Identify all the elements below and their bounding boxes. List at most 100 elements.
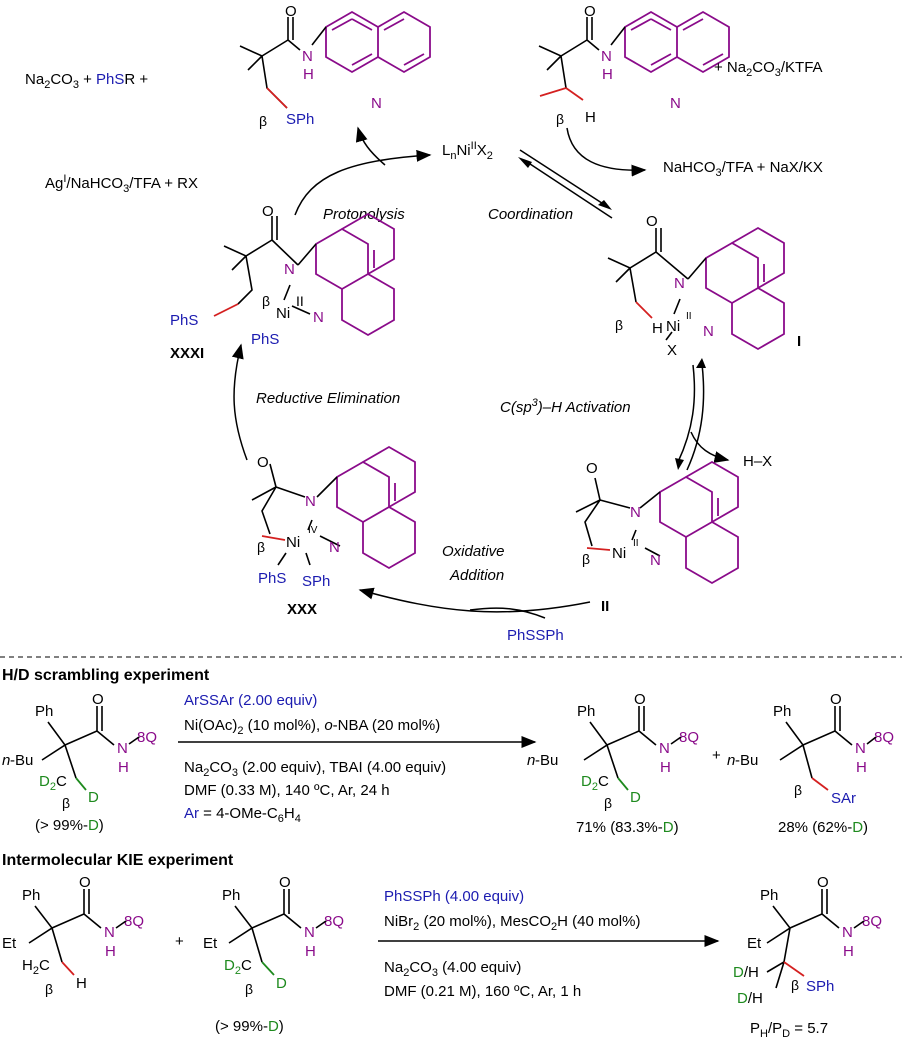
label-xxxi: XXXI [170,345,204,362]
quinoline-n: N [371,95,382,112]
hd-p2-o: O [830,691,842,708]
sph-label: SPh [286,111,314,128]
hd-sm-n: N [117,740,128,757]
hd-p2-8q: 8Q [874,729,894,746]
kie-sm2-d: D [276,975,287,992]
qn-I: N [703,323,714,340]
kie-sm-1 [28,889,102,976]
hd-cond-2: Ni(OAc)2 (10 mol%), o-NBA (20 mol%) [184,717,440,737]
ni-I: Ni [666,318,680,335]
kie-p-8q: 8Q [862,913,882,930]
label-xxx: XXX [287,601,317,618]
kie-sm2-n: N [304,924,315,941]
kie-plus: + [175,933,184,950]
h-atom: H [303,66,314,83]
hd-sm-ph: Ph [35,703,53,720]
step-oxidative-1: Oxidative [442,543,505,560]
kie-sm-2 [228,889,302,976]
arrow-hx [690,431,730,463]
n-atom-II: N [630,504,641,521]
kie-p-ph: Ph [760,887,778,904]
o-atom-xxx: O [257,454,269,471]
beta-label-2: β [556,111,564,127]
hd-sm-beta: β [62,795,70,811]
o-atom: O [285,3,297,20]
ni-xxx: Ni [286,534,300,551]
kie-p-n: N [842,924,853,941]
n-atom: N [302,48,313,65]
hd-p2-label: 28% (62%-D) [778,819,868,836]
arrow-byproduct [566,127,647,177]
x-I: X [667,342,677,359]
hd-title: H/D scrambling experiment [2,667,210,684]
hd-p1-h: H [660,759,671,776]
kie-sm1-ph: Ph [22,887,40,904]
kie-p-beta: β [791,977,799,993]
phssph-reagent: PhSSPh [507,627,564,644]
ni-ox-xxxi: II [296,293,304,309]
h-atom-beta: H [585,109,596,126]
kie-product [766,889,840,989]
arrow-phssph-in [469,607,546,619]
hd-p2-nbu: -Bu [735,752,758,769]
hd-p1-8q: 8Q [679,729,699,746]
arrow-reductive [231,343,248,461]
step-oxidative-2: Addition [449,567,504,584]
n-atom-xxxi: N [284,261,295,278]
ni-xxxi: Ni [276,305,290,322]
complex-xxxi [213,212,395,337]
hd-p2-beta: β [794,782,802,798]
hd-product-2 [779,706,853,791]
hd-p2-ph: Ph [773,703,791,720]
o-atom-xxxi: O [262,203,274,220]
hd-p1-ph: Ph [577,703,595,720]
kie-cond-3: Na2CO3 (4.00 equiv) [384,959,521,979]
n-atom-I: N [674,275,685,292]
kie-sm2-d2c: D2C [224,957,252,977]
complex-xxx [251,445,416,570]
ni-ox-I: II [686,311,692,322]
catalyst-label: LnNiIIX2 [442,140,493,162]
phs-xxxi: PhS [170,312,198,329]
kie-title: Intermolecular KIE experiment [2,852,234,869]
qn-xxxi: N [313,309,324,326]
kie-sm1-8q: 8Q [124,913,144,930]
hd-plus: + [712,747,721,764]
hd-sm-d: D [88,789,99,806]
kie-p-dh-2: D/H [737,990,763,1007]
kie-value: PH/PD = 5.7 [750,1020,828,1039]
quinoline-n-2: N [670,95,681,112]
hd-sm-nbu-n: n [2,752,10,769]
beta-II: β [582,551,590,567]
arrow-ch-fwd [677,364,696,463]
hd-p2-h: H [856,759,867,776]
hd-p2-n: N [855,740,866,757]
qn-II: N [650,552,661,569]
hd-p2-sar: SAr [831,790,856,807]
kie-p-et: Et [747,935,762,952]
hd-cond-4: DMF (0.33 M), 140 ºC, Ar, 24 h [184,782,390,799]
sph-xxx: SPh [302,573,330,590]
product-structure-top-left [239,10,431,109]
hd-cond-3: Na2CO3 (2.00 equiv), TBAI (4.00 equiv) [184,759,446,779]
ni-ox-II: II [633,538,639,549]
kie-sm1-o: O [79,874,91,891]
hd-sm-nbu: -Bu [10,752,33,769]
kie-sm1-h2c: H2C [22,957,50,977]
hd-p1-label: 71% (83.3%-D) [576,819,679,836]
kie-cond-1: PhSSPh (4.00 equiv) [384,888,524,905]
arrow-coordination-back [523,159,613,219]
kie-sm1-h: H [105,943,116,960]
hd-p1-nbu: -Bu [535,752,558,769]
hd-starting-material [41,706,115,791]
complex-II [575,460,739,585]
hd-cond-5: Ar = 4-OMe-C6H4 [184,805,301,825]
top-left-reagents: Na2CO3 + PhSR + [25,71,148,91]
h-atom-2: H [602,66,613,83]
beta-xxx: β [257,539,265,555]
ni-ox-xxx: IV [308,525,318,536]
hd-p1-d: D [630,789,641,806]
label-I: I [797,333,801,350]
